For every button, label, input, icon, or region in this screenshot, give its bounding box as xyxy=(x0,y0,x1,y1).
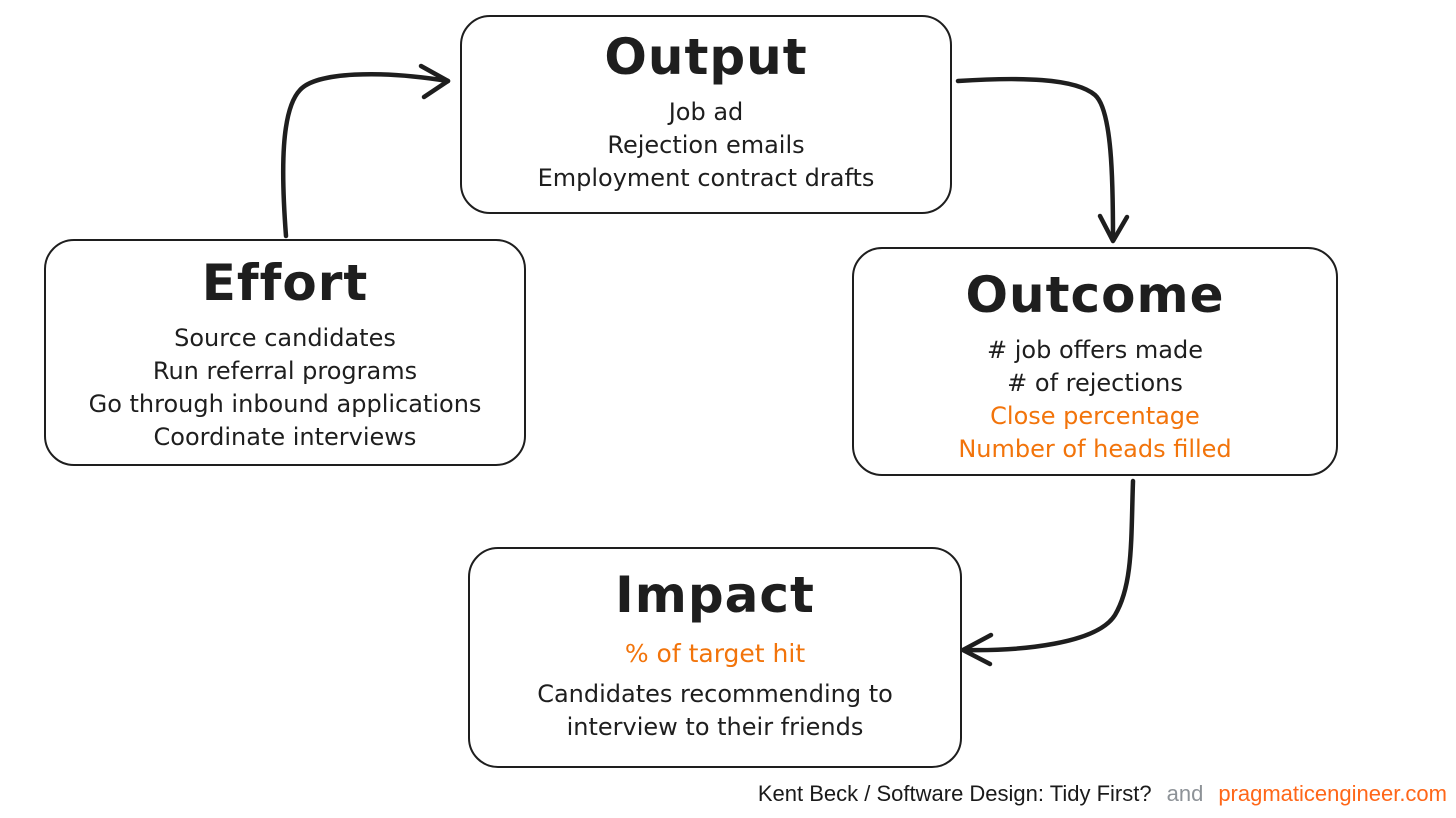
node-output: Output Job ad Rejection emails Employmen… xyxy=(460,15,952,214)
node-impact-item: Candidates recommending to xyxy=(537,680,893,708)
node-outcome-item-highlighted: Number of heads filled xyxy=(958,435,1232,463)
node-impact-title: Impact xyxy=(615,566,815,624)
attribution-footer: Kent Beck / Software Design: Tidy First?… xyxy=(758,781,1447,807)
node-output-title: Output xyxy=(604,28,808,86)
node-effort-item: Go through inbound applications xyxy=(88,390,482,418)
node-impact: Impact % of target hit Candidates recomm… xyxy=(468,547,962,768)
node-outcome-item: # job offers made xyxy=(986,336,1204,364)
node-impact-item-highlighted: % of target hit xyxy=(624,639,806,668)
node-output-item: Employment contract drafts xyxy=(537,164,875,192)
node-effort: Effort Source candidates Run referral pr… xyxy=(44,239,526,466)
node-outcome-item: # of rejections xyxy=(1007,369,1183,397)
node-effort-item: Run referral programs xyxy=(152,357,418,385)
node-output-item: Job ad xyxy=(668,98,744,126)
node-effort-item: Coordinate interviews xyxy=(153,423,417,451)
pragmaticengineer-link[interactable]: pragmaticengineer.com xyxy=(1218,781,1447,806)
arrow-effort-to-output xyxy=(280,63,451,239)
attribution-conjunction: and xyxy=(1166,781,1204,806)
node-impact-item: interview to their friends xyxy=(566,713,864,741)
arrow-outcome-to-impact xyxy=(960,478,1136,667)
node-effort-item: Source candidates xyxy=(174,324,396,352)
node-output-item: Rejection emails xyxy=(607,131,805,159)
node-outcome-item-highlighted: Close percentage xyxy=(990,402,1200,430)
arrow-output-to-outcome xyxy=(955,76,1130,244)
node-effort-title: Effort xyxy=(201,254,369,312)
attribution-text: Kent Beck / Software Design: Tidy First? xyxy=(757,781,1152,806)
node-outcome-title: Outcome xyxy=(965,266,1225,324)
node-outcome: Outcome # job offers made # of rejection… xyxy=(852,247,1338,476)
